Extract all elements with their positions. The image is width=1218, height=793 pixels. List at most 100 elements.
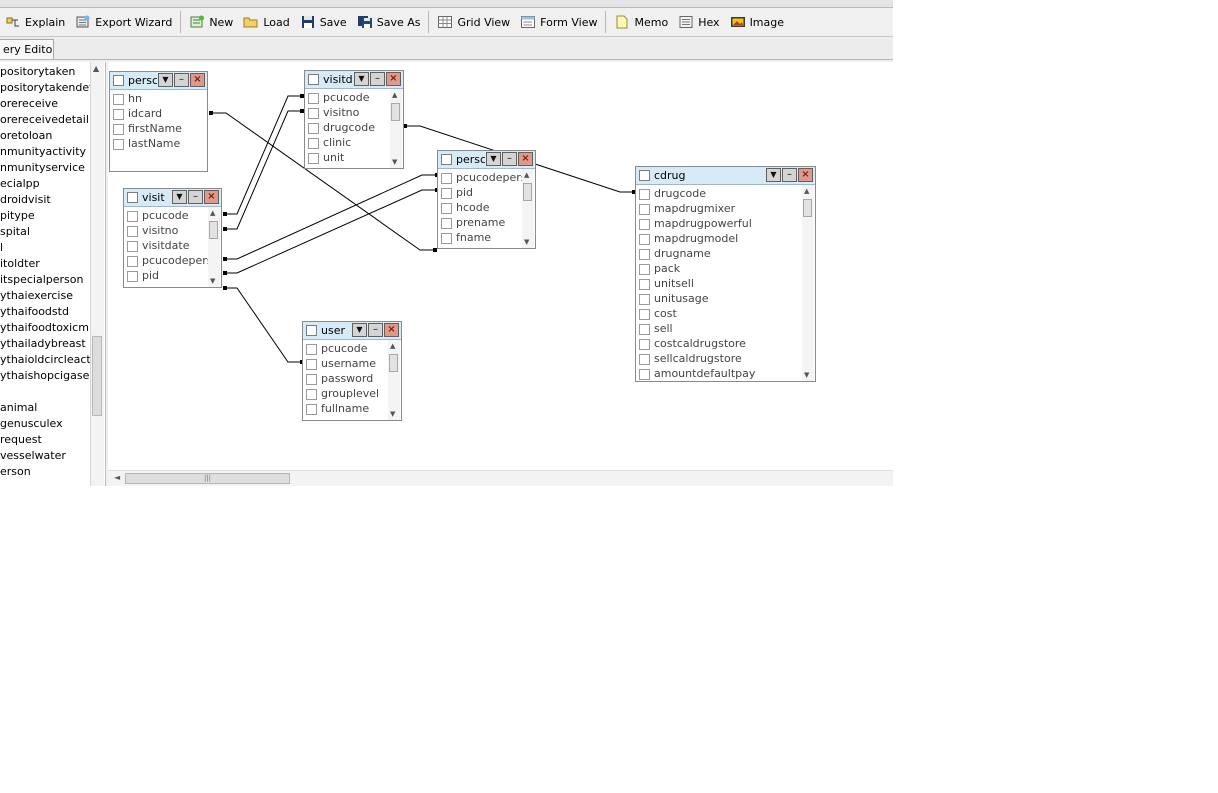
field-checkbox[interactable] (308, 138, 319, 149)
object-list-item[interactable]: ythailadybreast (0, 337, 86, 350)
field-checkbox[interactable] (639, 324, 650, 335)
select-all-checkbox[interactable] (308, 74, 319, 85)
field-checkbox[interactable] (639, 339, 650, 350)
field-list-scrollbar[interactable]: ▲▼ (208, 207, 220, 287)
field-row[interactable]: mapdrugpowerful (636, 216, 801, 231)
field-checkbox[interactable] (639, 309, 650, 320)
field-checkbox[interactable] (306, 374, 317, 385)
tab-query-editor[interactable]: ery Editor (0, 39, 54, 59)
scroll-down-arrow-icon[interactable]: ▼ (392, 158, 398, 166)
field-checkbox[interactable] (306, 404, 317, 415)
scroll-up-arrow-icon[interactable]: ▲ (93, 64, 100, 73)
object-list-item[interactable]: l (0, 241, 4, 254)
field-checkbox[interactable] (639, 369, 650, 380)
image-button[interactable]: Image (725, 11, 789, 33)
load-button[interactable]: Load (238, 11, 294, 33)
field-list-scrollbar[interactable]: ▲▼ (522, 169, 534, 248)
object-list-item[interactable]: genusculex (0, 417, 63, 430)
scroll-up-arrow-icon[interactable]: ▲ (804, 187, 810, 195)
scroll-down-arrow-icon[interactable]: ▼ (804, 371, 810, 379)
field-row[interactable]: firstName (110, 121, 193, 136)
table-header[interactable]: visitd▼–× (305, 71, 403, 89)
scroll-up-arrow-icon[interactable]: ▲ (524, 171, 530, 179)
table-header[interactable]: persc▼–× (438, 151, 535, 169)
scroll-up-arrow-icon[interactable]: ▲ (392, 91, 398, 99)
minimize-button[interactable]: – (188, 190, 203, 204)
field-checkbox[interactable] (308, 108, 319, 119)
field-checkbox[interactable] (127, 226, 138, 237)
scrollbar-thumb[interactable]: ||| (125, 473, 290, 484)
field-checkbox[interactable] (306, 359, 317, 370)
memo-button[interactable]: Memo (609, 11, 673, 33)
field-checkbox[interactable] (127, 241, 138, 252)
field-checkbox[interactable] (127, 271, 138, 282)
close-button[interactable]: × (798, 168, 813, 182)
field-checkbox[interactable] (113, 124, 124, 135)
field-row[interactable]: drugcode (636, 186, 801, 201)
field-checkbox[interactable] (639, 204, 650, 215)
table-header[interactable]: cdrug▼–× (636, 167, 815, 185)
object-list-item[interactable]: ythaifoodstd (0, 305, 69, 318)
field-checkbox[interactable] (639, 219, 650, 230)
object-list-item[interactable]: erson (0, 465, 31, 478)
field-checkbox[interactable] (639, 279, 650, 290)
field-row[interactable]: drugcode (305, 120, 389, 135)
object-list-item[interactable]: positorytakendeta (0, 81, 92, 94)
object-list-item[interactable]: nmunityactivity (0, 145, 87, 158)
minimize-button[interactable]: – (174, 73, 189, 87)
field-checkbox[interactable] (441, 173, 452, 184)
object-list-item[interactable]: orereceivedetail (0, 113, 89, 126)
explain-button[interactable]: Explain (0, 11, 70, 33)
dropdown-arrow-button[interactable]: ▼ (354, 72, 369, 86)
field-checkbox[interactable] (441, 233, 452, 244)
field-list-scrollbar[interactable]: ▲▼ (388, 340, 400, 420)
field-row[interactable]: mapdrugmodel (636, 231, 801, 246)
field-row[interactable]: unitusage (636, 291, 801, 306)
field-row[interactable]: username (303, 356, 387, 371)
object-list-item[interactable]: nmunityservice (0, 161, 85, 174)
select-all-checkbox[interactable] (441, 154, 452, 165)
field-row[interactable]: amountdefaultpay (636, 366, 801, 381)
scroll-down-arrow-icon[interactable]: ▼ (210, 277, 216, 285)
field-row[interactable]: pcucodepers (438, 170, 527, 185)
object-list-item[interactable]: animal (0, 401, 38, 414)
scrollbar-thumb[interactable] (391, 103, 400, 121)
minimize-button[interactable]: – (502, 152, 517, 166)
field-checkbox[interactable] (113, 109, 124, 120)
field-checkbox[interactable] (113, 94, 124, 105)
field-row[interactable]: pcucode (305, 90, 389, 105)
close-button[interactable]: × (386, 72, 401, 86)
field-checkbox[interactable] (639, 264, 650, 275)
field-checkbox[interactable] (306, 344, 317, 355)
field-row[interactable]: lastName (110, 136, 193, 151)
field-row[interactable]: hcode (438, 200, 521, 215)
scroll-up-arrow-icon[interactable]: ▲ (210, 209, 216, 217)
minimize-button[interactable]: – (782, 168, 797, 182)
object-list-item[interactable]: ythaioldcircleact (0, 353, 91, 366)
object-list-item[interactable]: ythaiexercise (0, 289, 73, 302)
field-row[interactable]: pid (124, 268, 207, 283)
field-list-scrollbar[interactable]: ▲▼ (390, 89, 402, 168)
object-list-item[interactable]: orereceive (0, 97, 58, 110)
field-row[interactable]: cost (636, 306, 801, 321)
field-row[interactable]: visitdate (124, 238, 207, 253)
field-row[interactable]: idcard (110, 106, 193, 121)
object-list-item[interactable]: vesselwater (0, 449, 66, 462)
field-row[interactable]: pack (636, 261, 801, 276)
field-list-scrollbar[interactable]: ▲▼ (802, 185, 814, 381)
dropdown-arrow-button[interactable]: ▼ (352, 323, 367, 337)
close-button[interactable]: × (518, 152, 533, 166)
save-button[interactable]: Save (295, 11, 352, 33)
save-as-button[interactable]: Save As (352, 11, 426, 33)
field-checkbox[interactable] (639, 294, 650, 305)
scrollbar-thumb[interactable] (803, 199, 812, 217)
object-list-item[interactable]: ythaifoodtoxicmix (0, 321, 92, 334)
field-checkbox[interactable] (441, 203, 452, 214)
object-list-scrollbar[interactable]: ▲ (90, 62, 104, 486)
select-all-checkbox[interactable] (113, 75, 124, 86)
scrollbar-thumb[interactable] (523, 183, 532, 201)
field-checkbox[interactable] (127, 211, 138, 222)
